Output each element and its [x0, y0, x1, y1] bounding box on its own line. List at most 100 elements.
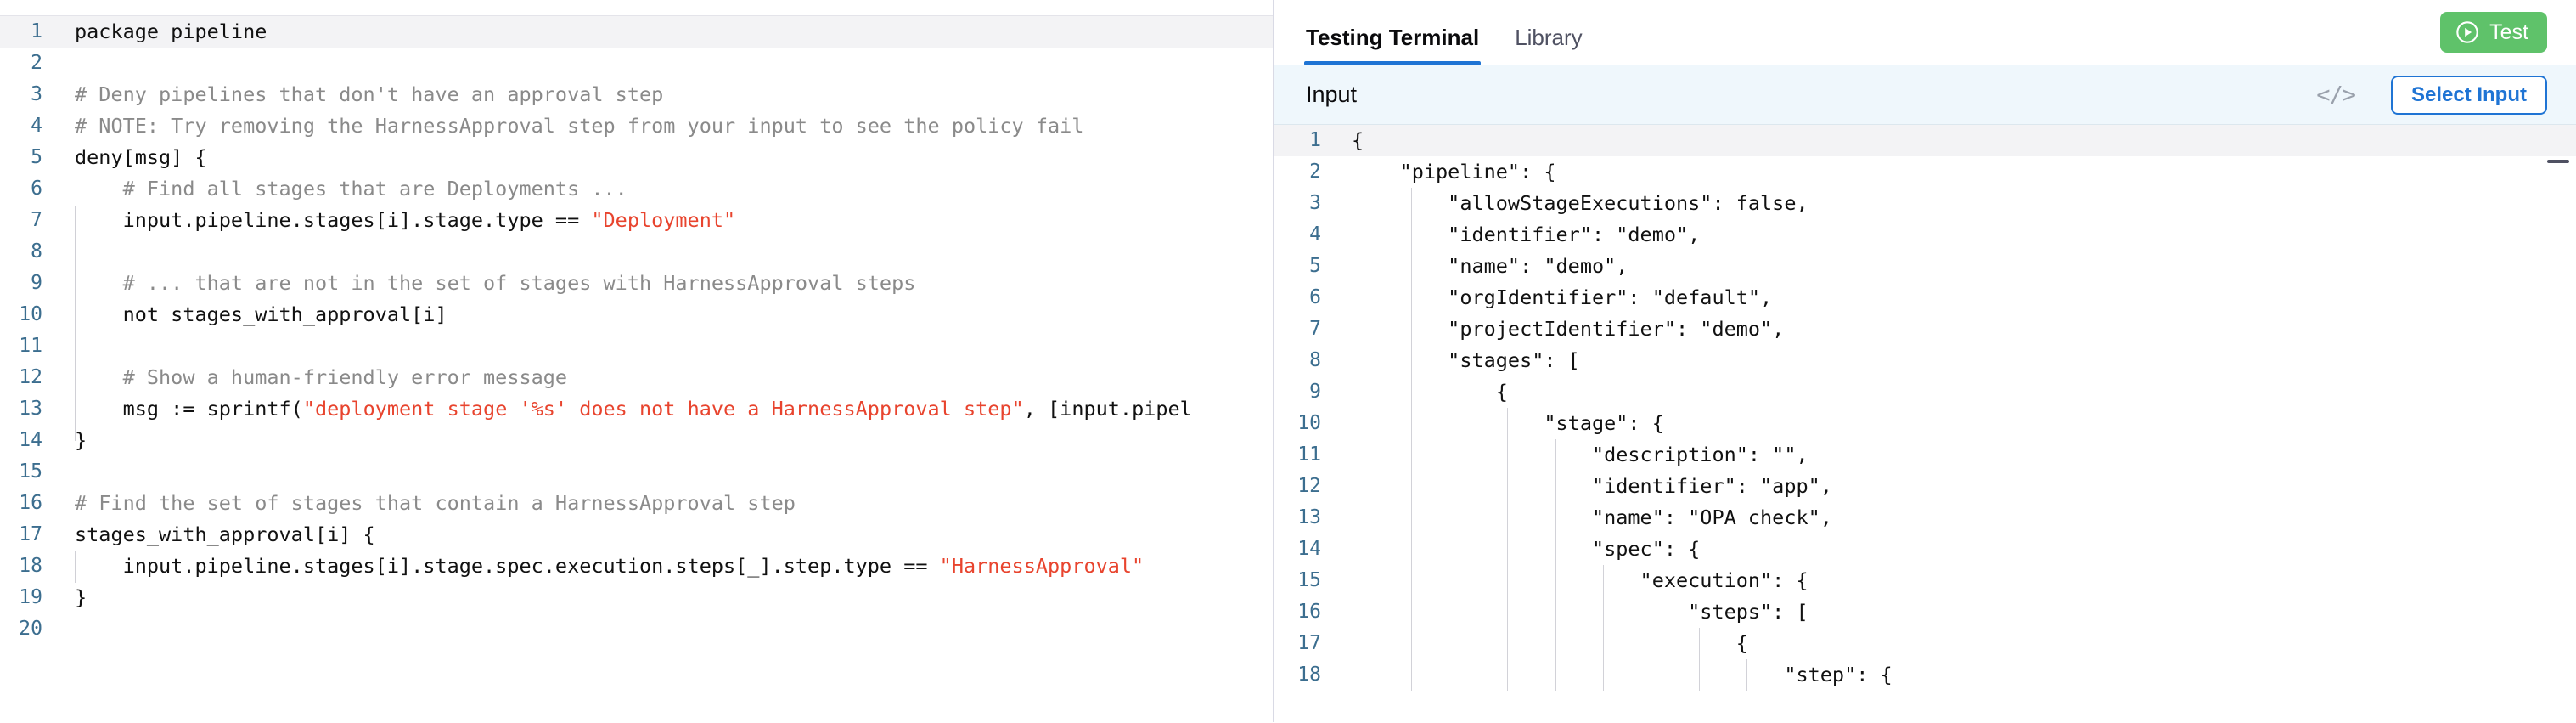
code-line[interactable]: 8 [0, 236, 1273, 268]
json-line[interactable]: 10 "stage": { [1274, 408, 2576, 439]
code-token-string: "deployment stage '%s' does not have a H… [302, 397, 1024, 421]
json-line[interactable]: 15 "execution": { [1274, 565, 2576, 596]
json-line[interactable]: 12 "identifier": "app", [1274, 471, 2576, 502]
code-token-plain: input.pipeline.stages[i].stage.spec.exec… [75, 554, 940, 578]
json-line[interactable]: 8 "stages": [ [1274, 345, 2576, 376]
code-line[interactable]: 18 input.pipeline.stages[i].stage.spec.e… [0, 551, 1273, 582]
line-number: 16 [1297, 601, 1321, 623]
code-line[interactable]: 12 # Show a human-friendly error message [0, 362, 1273, 393]
json-line-text: "orgIdentifier": "default", [1352, 285, 1773, 309]
json-line[interactable]: 9 { [1274, 376, 2576, 408]
json-line[interactable]: 14 "spec": { [1274, 534, 2576, 565]
tab-library[interactable]: Library [1515, 25, 1582, 65]
code-line[interactable]: 16# Find the set of stages that contain … [0, 488, 1273, 519]
code-token-comment: # NOTE: Try removing the HarnessApproval… [75, 114, 1084, 138]
line-number: 6 [31, 178, 42, 200]
json-line[interactable]: 17 { [1274, 628, 2576, 659]
code-line[interactable]: 10 not stages_with_approval[i] [0, 299, 1273, 330]
code-line[interactable]: 7 input.pipeline.stages[i].stage.type ==… [0, 205, 1273, 236]
line-number: 15 [1297, 569, 1321, 591]
json-line[interactable]: 1{ [1274, 125, 2576, 156]
code-line-text: } [63, 425, 87, 456]
code-line-text: input.pipeline.stages[i].stage.type == "… [63, 205, 736, 236]
json-line[interactable]: 7 "projectIdentifier": "demo", [1274, 313, 2576, 345]
line-number: 20 [19, 618, 42, 640]
json-line[interactable]: 3 "allowStageExecutions": false, [1274, 188, 2576, 219]
testing-terminal-pane: Testing Terminal Library Test Input </> … [1274, 0, 2576, 723]
input-json-area[interactable]: 1{2 "pipeline": {3 "allowStageExecutions… [1274, 125, 2576, 723]
code-line[interactable]: 9 # ... that are not in the set of stage… [0, 268, 1273, 299]
code-line[interactable]: 2 [0, 48, 1273, 79]
code-line[interactable]: 13 msg := sprintf("deployment stage '%s'… [0, 393, 1273, 425]
code-line-text: # ... that are not in the set of stages … [63, 268, 916, 299]
line-number: 10 [1297, 412, 1321, 434]
line-number: 12 [1297, 475, 1321, 497]
line-number: 4 [1309, 223, 1321, 246]
line-number: 5 [31, 146, 42, 168]
line-number: 9 [1309, 381, 1321, 403]
test-button[interactable]: Test [2440, 12, 2547, 53]
editor-top-strip [0, 0, 1273, 16]
json-line-text: "name": "demo", [1352, 254, 1628, 278]
json-line[interactable]: 2 "pipeline": { [1274, 156, 2576, 188]
code-line-text: input.pipeline.stages[i].stage.spec.exec… [63, 551, 1145, 582]
line-number: 17 [1297, 632, 1321, 654]
json-line[interactable]: 5 "name": "demo", [1274, 251, 2576, 282]
line-number: 19 [19, 586, 42, 608]
code-line[interactable]: 14} [0, 425, 1273, 456]
code-line-text: # Deny pipelines that don't have an appr… [63, 79, 663, 110]
line-number: 10 [19, 303, 42, 325]
code-line-text: stages_with_approval[i] { [63, 519, 375, 551]
json-line[interactable]: 18 "step": { [1274, 659, 2576, 691]
select-input-button[interactable]: Select Input [2390, 75, 2547, 115]
code-line-text: not stages_with_approval[i] [63, 299, 447, 330]
terminal-tab-bar: Testing Terminal Library Test [1274, 0, 2576, 65]
json-line-text: "name": "OPA check", [1352, 506, 1832, 529]
code-line[interactable]: 6 # Find all stages that are Deployments… [0, 173, 1273, 205]
json-line[interactable]: 11 "description": "", [1274, 439, 2576, 471]
json-line-text: "spec": { [1352, 537, 1701, 561]
minimize-icon[interactable] [2547, 160, 2569, 163]
indent-guide [75, 206, 76, 441]
line-number: 12 [19, 366, 42, 388]
code-brackets-icon[interactable]: </> [2316, 82, 2356, 108]
code-line-text: # Show a human-friendly error message [63, 362, 568, 393]
code-token-string: "Deployment" [591, 208, 736, 232]
json-line-text: "identifier": "app", [1352, 474, 1832, 498]
line-number: 3 [31, 83, 42, 105]
code-line[interactable]: 20 [0, 613, 1273, 645]
line-number: 15 [19, 460, 42, 483]
json-line[interactable]: 6 "orgIdentifier": "default", [1274, 282, 2576, 313]
code-token-comment: # Find the set of stages that contain a … [75, 491, 796, 515]
tab-label: Testing Terminal [1306, 25, 1480, 50]
code-line[interactable]: 3 # Deny pipelines that don't have an app… [0, 79, 1273, 110]
code-line-text: msg := sprintf("deployment stage '%s' do… [63, 393, 1192, 425]
line-number: 7 [31, 209, 42, 231]
code-token-string: "HarnessApproval" [939, 554, 1145, 578]
code-line[interactable]: 4# NOTE: Try removing the HarnessApprova… [0, 110, 1273, 142]
code-line[interactable]: 19} [0, 582, 1273, 613]
json-line[interactable]: 13 "name": "OPA check", [1274, 502, 2576, 534]
code-line-text: package pipeline [63, 16, 267, 48]
code-line[interactable]: 11 [0, 330, 1273, 362]
code-line[interactable]: 15 [0, 456, 1273, 488]
line-number: 1 [1309, 129, 1321, 151]
line-number: 3 [1309, 192, 1321, 214]
line-number: 14 [1297, 538, 1321, 560]
line-number: 8 [1309, 349, 1321, 371]
code-line-text: } [63, 582, 87, 613]
json-line-text: "pipeline": { [1352, 160, 1556, 184]
code-token-comment: # ... that are not in the set of stages … [75, 271, 916, 295]
code-token-plain: package pipeline [75, 20, 267, 43]
code-token-plain: not stages_with_approval[i] [75, 302, 447, 326]
json-line-text: "allowStageExecutions": false, [1352, 191, 1808, 215]
json-line[interactable]: 4 "identifier": "demo", [1274, 219, 2576, 251]
tab-testing-terminal[interactable]: Testing Terminal [1303, 25, 1482, 65]
code-token-plain: input.pipeline.stages[i].stage.type == [75, 208, 592, 232]
json-line[interactable]: 16 "steps": [ [1274, 596, 2576, 628]
code-token-comment: # Show a human-friendly error message [75, 365, 568, 389]
